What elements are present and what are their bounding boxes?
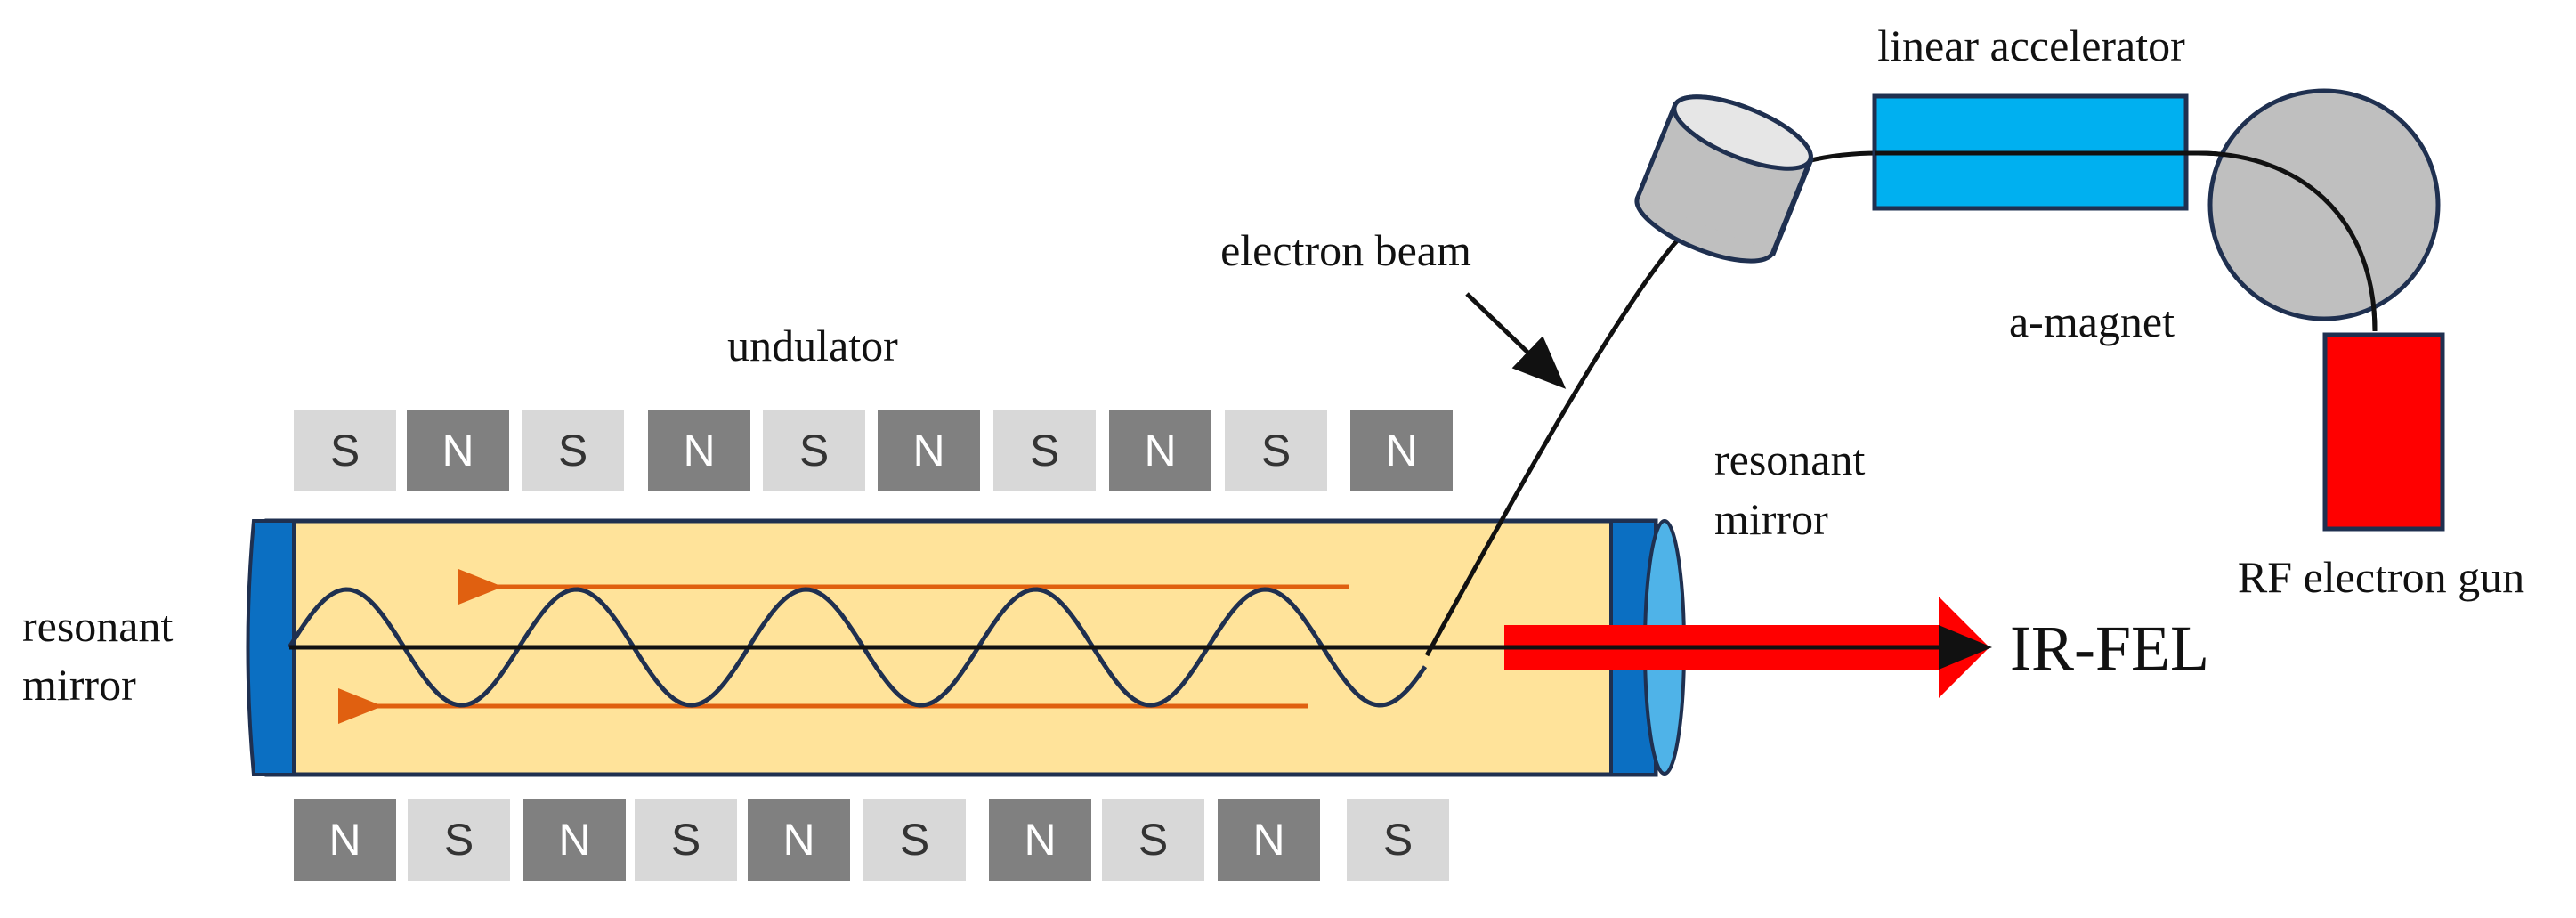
bottom-pole-block	[989, 799, 1091, 881]
bottom-pole-label: S	[444, 815, 474, 865]
left-mirror-label-line2: mirror	[22, 660, 136, 710]
top-pole-block	[1350, 410, 1453, 491]
top-pole-label: S	[799, 426, 829, 475]
bending-magnet	[1634, 94, 1814, 264]
top-pole-block	[993, 410, 1096, 491]
top-pole-block	[1109, 410, 1211, 491]
top-pole-7: S	[993, 410, 1096, 491]
bottom-pole-8: S	[1102, 799, 1204, 881]
bottom-pole-3: N	[523, 799, 626, 881]
top-pole-5: S	[763, 410, 865, 491]
bottom-pole-label: N	[558, 815, 590, 865]
top-pole-8: N	[1109, 410, 1211, 491]
bottom-pole-block	[294, 799, 396, 881]
top-pole-block	[1225, 410, 1327, 491]
bottom-pole-label: N	[328, 815, 360, 865]
top-pole-block	[878, 410, 980, 491]
bottom-pole-label: S	[1383, 815, 1413, 865]
bottom-pole-10: S	[1347, 799, 1449, 881]
a-magnet-label: a-magnet	[2009, 297, 2175, 346]
bottom-pole-block	[408, 799, 510, 881]
top-pole-label: N	[912, 426, 944, 475]
top-pole-1: S	[294, 410, 396, 491]
bottom-pole-5: N	[748, 799, 850, 881]
bottom-pole-9: N	[1218, 799, 1320, 881]
bottom-pole-2: S	[408, 799, 510, 881]
electron-wiggle-path	[287, 587, 1428, 708]
top-pole-label: N	[683, 426, 715, 475]
top-pole-block	[522, 410, 624, 491]
top-pole-block	[407, 410, 509, 491]
bottom-pole-label: S	[900, 815, 929, 865]
bottom-pole-6: S	[863, 799, 966, 881]
top-pole-9: S	[1225, 410, 1327, 491]
top-pole-label: N	[1385, 426, 1417, 475]
bottom-pole-1: N	[294, 799, 396, 881]
bottom-pole-block	[1218, 799, 1320, 881]
top-pole-4: N	[648, 410, 750, 491]
top-pole-10: N	[1350, 410, 1453, 491]
undulator-label: undulator	[727, 321, 898, 370]
top-pole-3: S	[522, 410, 624, 491]
rf-electron-gun-box	[2322, 332, 2445, 532]
electron-beam-label: electron beam	[1220, 225, 1471, 275]
bottom-pole-block	[1347, 799, 1449, 881]
bottom-pole-4: S	[635, 799, 737, 881]
bottom-pole-label: N	[782, 815, 814, 865]
bottom-pole-label: N	[1252, 815, 1284, 865]
bottom-pole-label: S	[1138, 815, 1168, 865]
a-magnet-beam-arc	[2186, 150, 2378, 332]
top-pole-block	[294, 410, 396, 491]
top-pole-label: S	[1030, 426, 1059, 475]
a-magnet-circle	[2207, 88, 2441, 321]
top-pole-label: N	[441, 426, 474, 475]
top-pole-block	[763, 410, 865, 491]
top-pole-2: N	[407, 410, 509, 491]
bottom-pole-7: N	[989, 799, 1091, 881]
top-pole-6: N	[878, 410, 980, 491]
linear-accelerator-label: linear accelerator	[1877, 20, 2185, 70]
top-pole-label: N	[1144, 426, 1176, 475]
bottom-pole-label: N	[1024, 815, 1056, 865]
bottom-pole-block	[635, 799, 737, 881]
top-pole-label: S	[1261, 426, 1291, 475]
right-mirror-label-line1: resonant	[1714, 435, 1865, 484]
top-pole-label: S	[558, 426, 587, 475]
right-mirror-label-line2: mirror	[1714, 494, 1828, 544]
bottom-pole-block	[523, 799, 626, 881]
bottom-pole-block	[863, 799, 966, 881]
bottom-pole-label: S	[671, 815, 701, 865]
electron-beam-pointer	[1465, 292, 1567, 389]
top-pole-label: S	[330, 426, 360, 475]
left-mirror-label-line1: resonant	[22, 601, 173, 651]
rf-electron-gun-label: RF electron gun	[2238, 552, 2524, 602]
left-resonant-mirror	[246, 519, 296, 776]
bottom-pole-block	[748, 799, 850, 881]
bottom-pole-block	[1102, 799, 1204, 881]
ir-fel-label: IR-FEL	[2010, 613, 2209, 684]
top-pole-block	[648, 410, 750, 491]
